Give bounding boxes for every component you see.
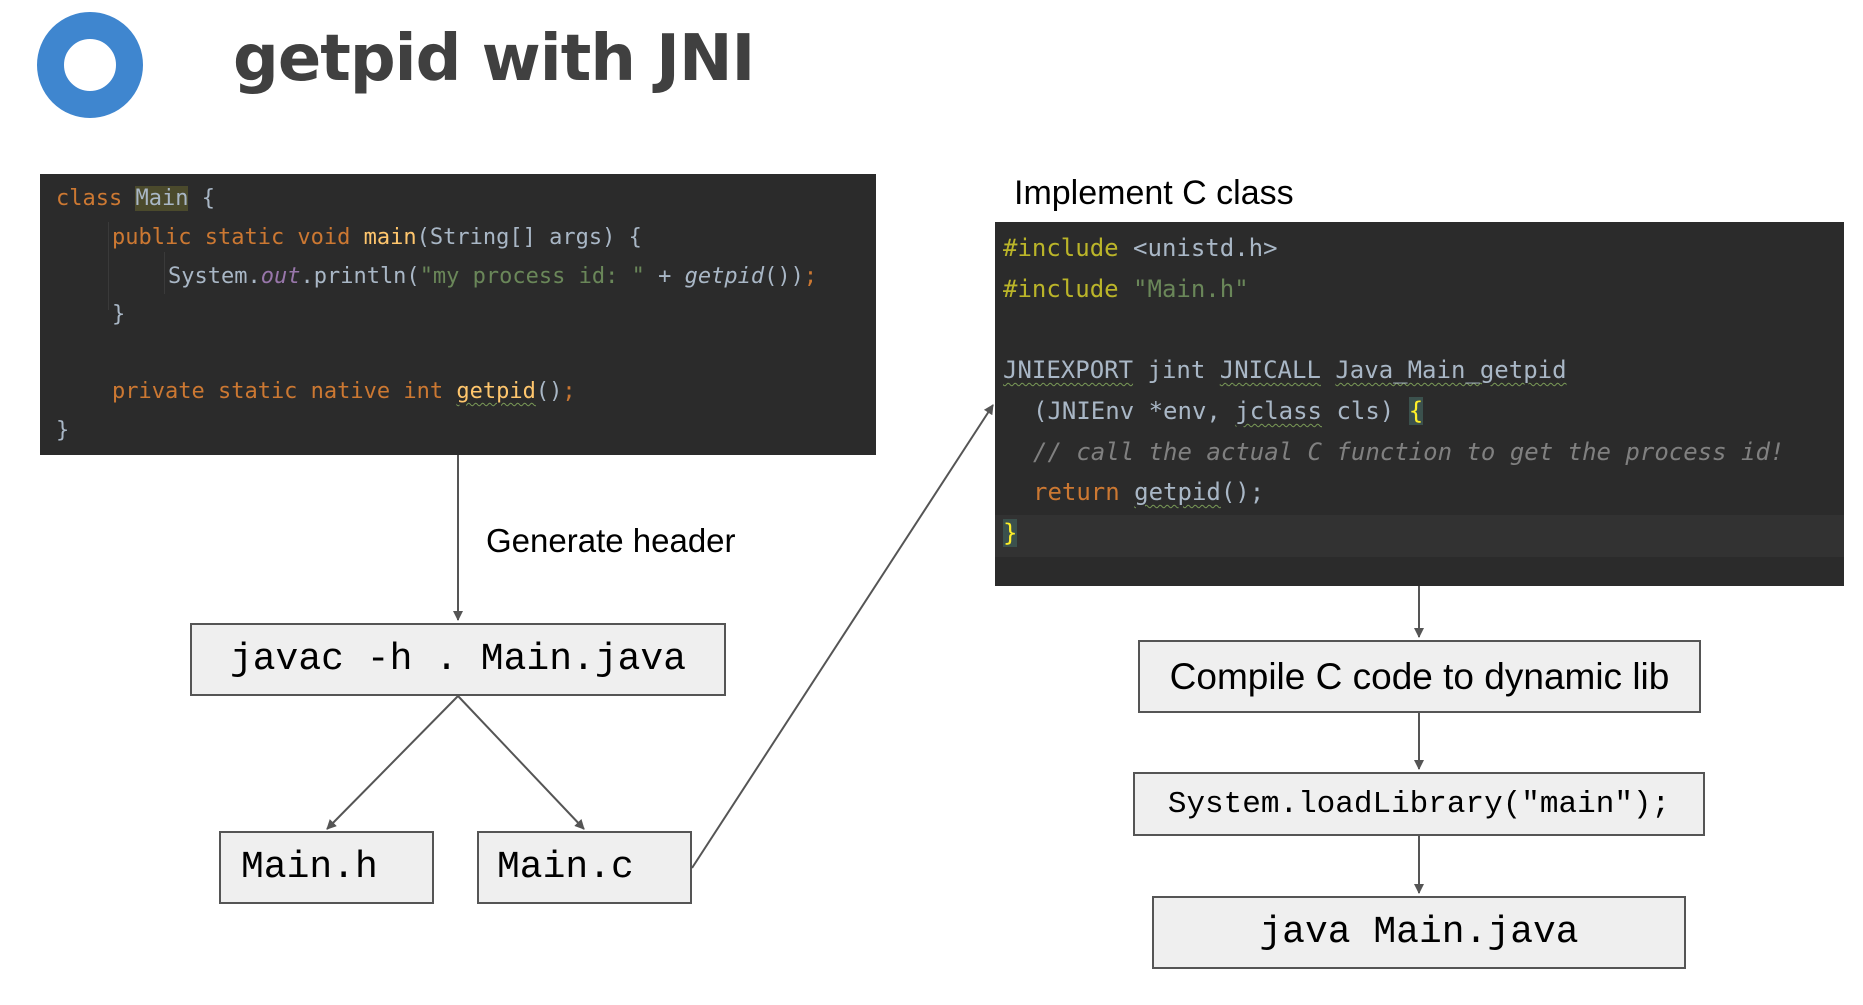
c-line-signature: JNIEXPORT jint JNICALL Java_Main_getpid (1003, 356, 1567, 384)
c-line-params: (JNIEnv *env, jclass cls) { (1033, 397, 1424, 425)
c-code-panel: #include <unistd.h> #include "Main.h" JN… (995, 222, 1844, 586)
javac-command-text: javac -h . Main.java (229, 638, 687, 681)
run-command-text: java Main.java (1259, 911, 1579, 954)
current-line-highlight (995, 515, 1844, 557)
c-line-close-brace: } (1003, 519, 1018, 547)
javac-command-box: javac -h . Main.java (190, 623, 726, 696)
java-line-main: public static void main(String[] args) { (112, 225, 642, 250)
indent-guide (108, 222, 109, 310)
java-line-close-class: } (56, 418, 70, 443)
arrow-javac-to-main-c (457, 695, 585, 830)
arrow-main-c-to-c-code (691, 404, 994, 869)
compile-step-text: Compile C code to dynamic lib (1169, 655, 1670, 697)
load-library-text: System.loadLibrary("main"); (1167, 786, 1671, 822)
run-command-box: java Main.java (1152, 896, 1686, 969)
main-h-text: Main.h (241, 846, 378, 889)
slide-title: getpid with JNI (233, 22, 755, 96)
class-name: Main (135, 186, 189, 211)
c-line-include-unistd: #include <unistd.h> (1003, 234, 1278, 262)
java-code-panel: class Main { public static void main(Str… (40, 174, 876, 455)
arrow-javac-to-main-h (326, 695, 459, 830)
c-line-return: return getpid(); (1033, 478, 1265, 506)
java-line-println: System.out.println("my process id: " + g… (168, 264, 818, 289)
java-line-class: class Main { (56, 186, 215, 211)
main-c-box: Main.c (477, 831, 692, 904)
java-line-close-method: } (112, 302, 126, 327)
main-h-box: Main.h (219, 831, 434, 904)
c-panel-title: Implement C class (1014, 174, 1294, 212)
compile-step-box: Compile C code to dynamic lib (1138, 640, 1701, 713)
generate-header-label: Generate header (486, 522, 736, 559)
load-library-box: System.loadLibrary("main"); (1133, 772, 1705, 836)
c-line-comment: // call the actual C function to get the… (1033, 438, 1785, 466)
java-line-native: private static native int getpid(); (112, 379, 576, 404)
c-line-include-main: #include "Main.h" (1003, 275, 1249, 303)
main-c-text: Main.c (497, 846, 634, 889)
indent-guide (164, 252, 165, 294)
